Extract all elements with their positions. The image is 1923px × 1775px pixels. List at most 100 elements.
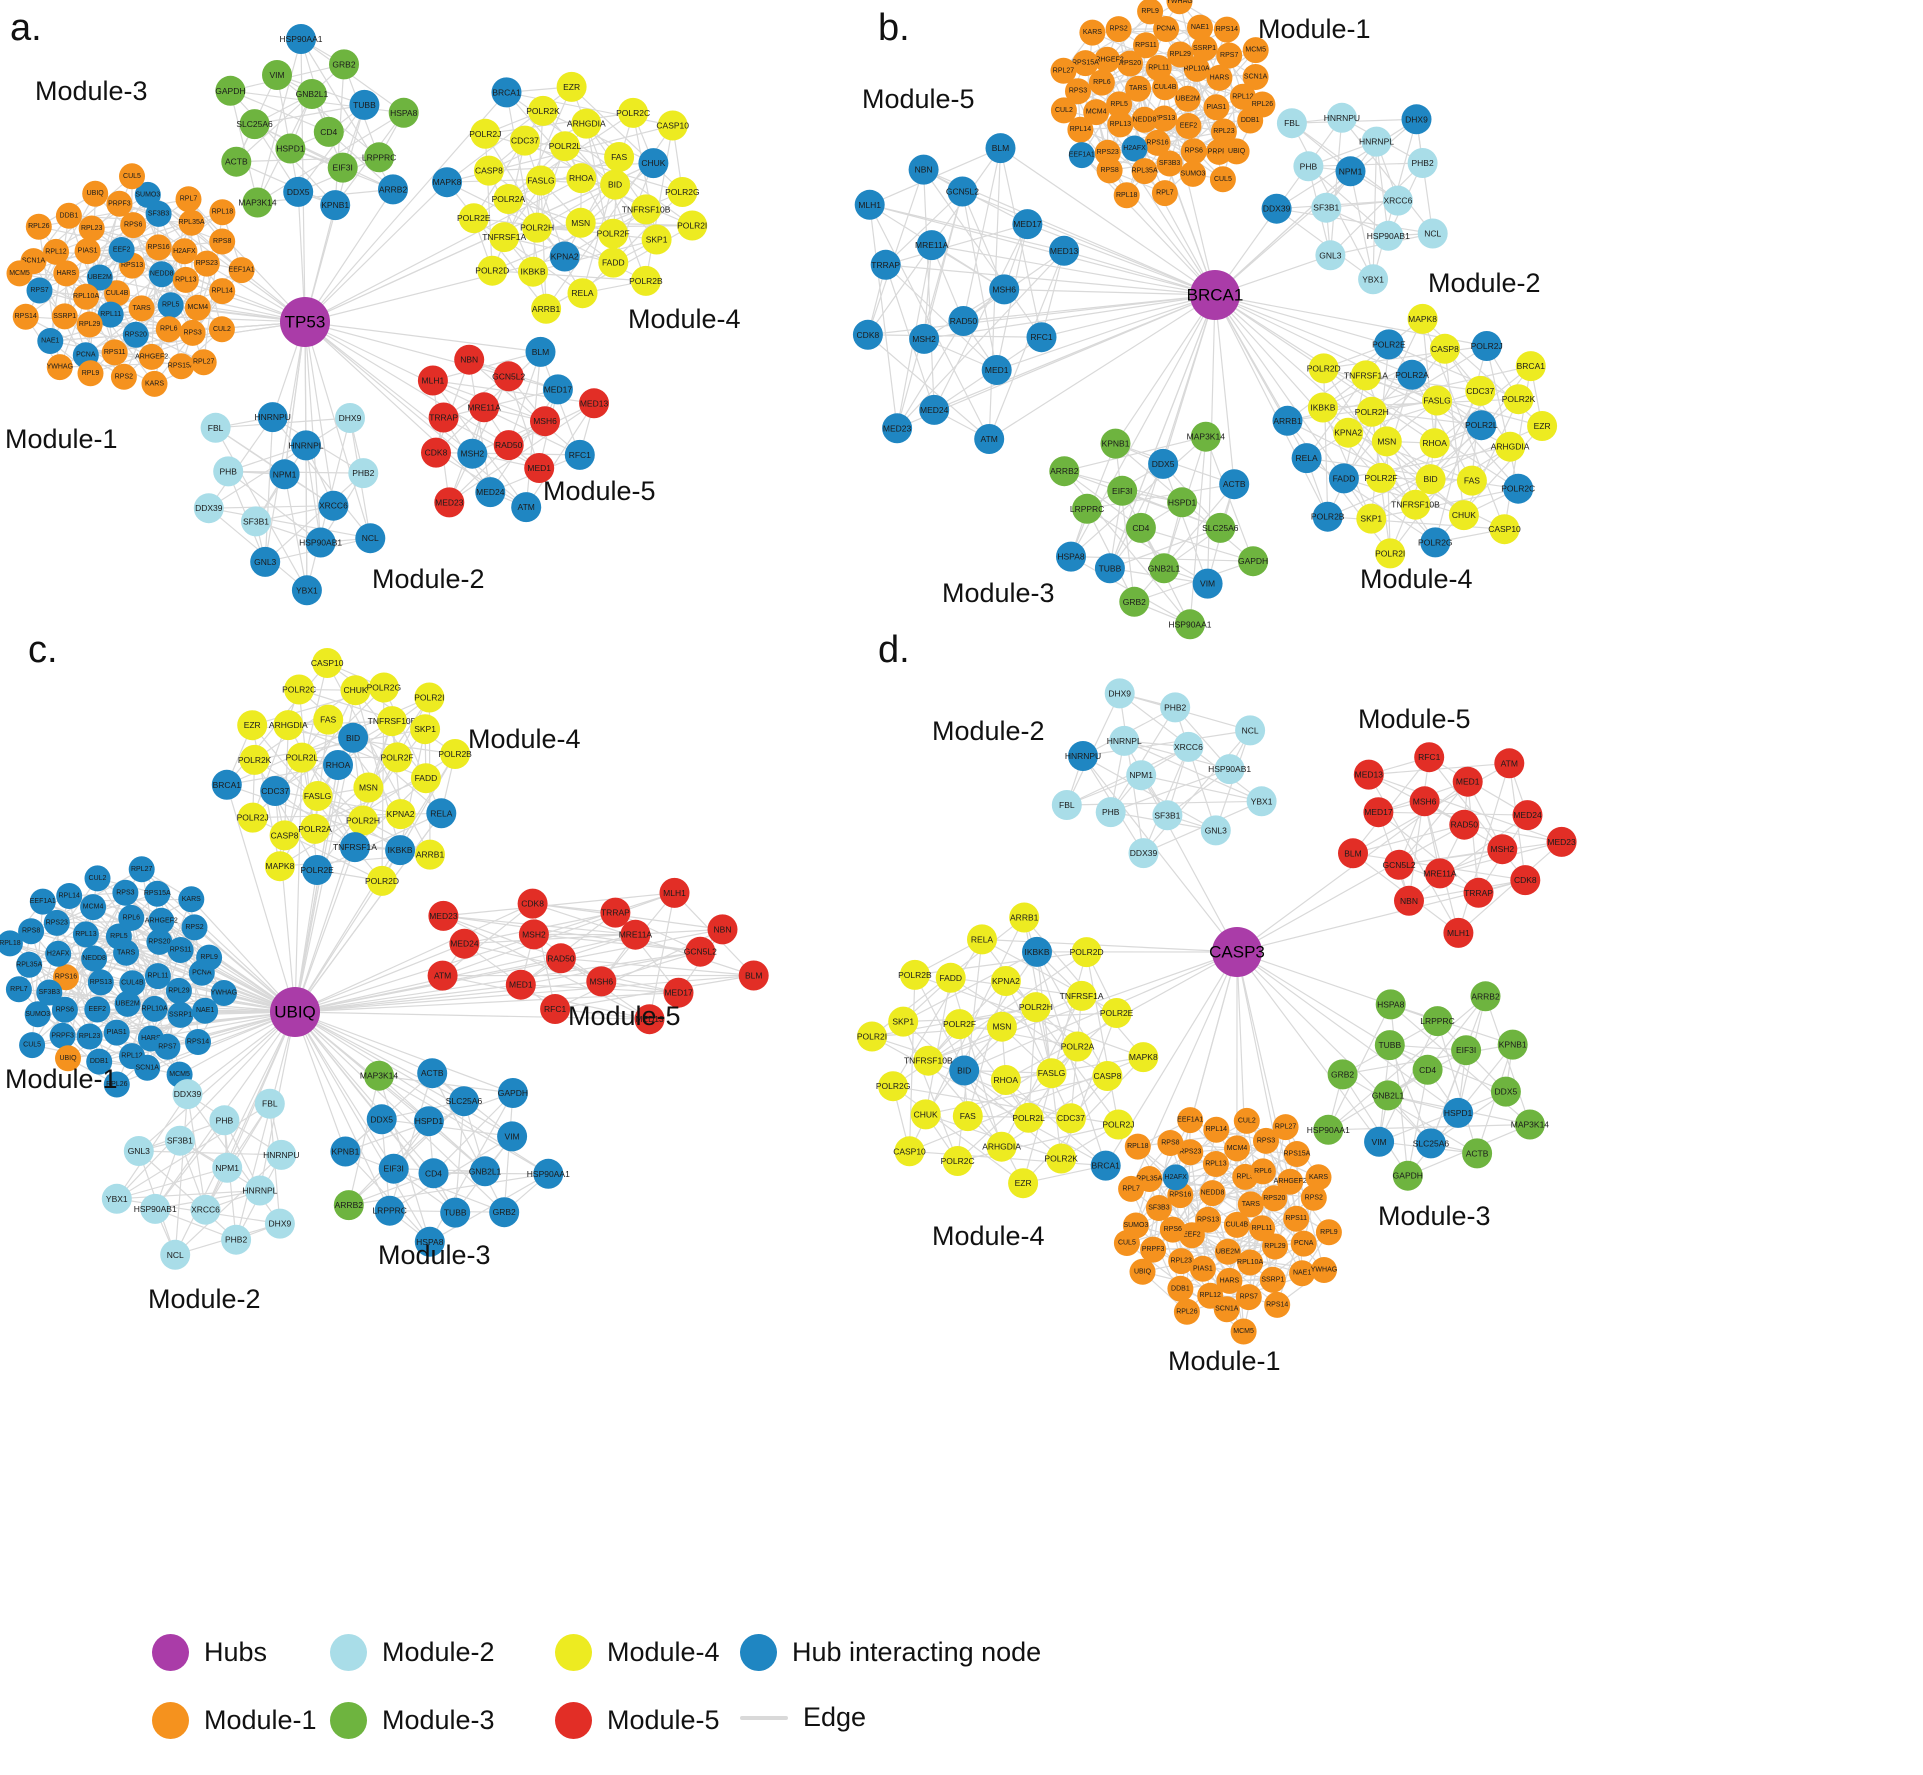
edge: [540, 180, 547, 309]
gene-node-rps7: [154, 1033, 181, 1060]
hub-edge: [294, 1011, 433, 1074]
hub-edge: [1175, 951, 1238, 1178]
hub-node-ubiq: [270, 987, 320, 1037]
gene-node-blm: [525, 336, 556, 367]
gene-node-rpl7: [175, 186, 202, 213]
edge: [648, 892, 676, 1020]
gene-label-rpl29: RPL29: [79, 321, 101, 328]
gene-node-brca1: [1515, 351, 1546, 382]
gene-node-actb: [1219, 469, 1250, 500]
gene-node-hspa8: [1375, 989, 1406, 1020]
gene-node-rhoa: [566, 163, 597, 194]
gene-node-ywhag: [46, 354, 73, 381]
gene-label-rfc1: RFC1: [569, 450, 591, 460]
gene-label-polr2j: POLR2J: [237, 813, 269, 823]
edge: [276, 74, 299, 193]
gene-label-rpl14: RPL14: [211, 288, 233, 295]
gene-label-rps11: RPS11: [170, 947, 192, 954]
module-label: Module-3: [942, 578, 1055, 608]
edge: [1329, 117, 1343, 256]
gene-label-polr2b: POLR2B: [438, 749, 472, 759]
gene-node-polr2a: [1062, 1031, 1093, 1062]
gene-label-arrb2: ARRB2: [379, 184, 408, 194]
gene-label-rpl26: RPL26: [28, 223, 50, 230]
gene-label-bid: BID: [957, 1066, 971, 1076]
gene-node-rps8: [1157, 1130, 1184, 1156]
gene-node-cul4b: [1223, 1211, 1250, 1238]
gene-node-ddb1: [86, 1048, 113, 1075]
hub-edge: [304, 321, 371, 539]
gene-label-rps15a: RPS15A: [168, 363, 195, 370]
gene-label-pias1: PIAS1: [107, 1029, 127, 1036]
module4-swatch-icon: [555, 1634, 592, 1671]
gene-node-phb: [213, 456, 244, 487]
gene-label-pcna: PCNA: [76, 352, 96, 359]
gene-node-rps6: [1159, 1216, 1186, 1243]
hub-edge: [1214, 294, 1345, 479]
gene-node-rpl11: [144, 963, 171, 990]
hub-edge: [962, 190, 1216, 296]
gene-node-actb: [221, 146, 252, 177]
module-label: Module-4: [628, 304, 741, 334]
edge: [443, 915, 650, 1020]
gene-node-map3k14: [242, 187, 273, 218]
gene-node-fbl: [200, 412, 231, 443]
gene-node-arhgdia: [571, 108, 602, 139]
edge: [503, 1092, 514, 1213]
gene-label-nedd8: NEDD8: [1201, 1190, 1225, 1197]
gene-label-rps13: RPS13: [1153, 115, 1175, 122]
gene-label-mapk8: MAPK8: [265, 861, 294, 871]
gene-node-rps23: [193, 250, 220, 277]
gene-label-mre11a: MRE11A: [1423, 868, 1457, 878]
gene-label-msn: MSN: [571, 218, 590, 228]
gene-label-trrap: TRRAP: [1464, 888, 1493, 898]
gene-label-eef1a1: EEF1A1: [1177, 1117, 1203, 1124]
edge: [468, 359, 491, 493]
gene-label-cul2: CUL2: [1055, 107, 1073, 114]
edge: [389, 1073, 433, 1211]
gene-node-mcm5: [1230, 1318, 1257, 1345]
gene-node-polr2e: [1373, 329, 1404, 360]
edge: [442, 892, 675, 977]
edge: [254, 104, 365, 125]
gene-node-rps13: [87, 969, 114, 996]
gene-label-faslg: FASLG: [527, 176, 554, 186]
gene-node-hsp90ab1: [1373, 220, 1404, 251]
gene-label-fas: FAS: [320, 715, 336, 725]
gene-node-rhoa: [323, 750, 353, 780]
gene-node-faslg: [525, 165, 556, 196]
gene-label-med17: MED17: [1013, 219, 1042, 229]
gene-label-rpl29: RPL29: [1169, 51, 1191, 58]
gene-label-cd4: CD4: [1132, 523, 1149, 533]
gene-node-cdk8: [1510, 865, 1541, 896]
gene-node-polr2d: [1308, 353, 1339, 384]
gene-node-polr2f: [1366, 462, 1397, 493]
hub-edge: [235, 1011, 296, 1240]
gene-label-mcm4: MCM4: [83, 904, 104, 911]
edge: [443, 915, 701, 953]
gene-node-dhx9: [264, 1208, 295, 1239]
hub-edge: [156, 893, 296, 1013]
gene-label-rpl5: RPL5: [1236, 1173, 1254, 1180]
gene-node-fas: [313, 704, 344, 735]
gene-node-arhgef2: [148, 907, 175, 934]
hub-edge: [1236, 824, 1465, 953]
edge: [284, 689, 357, 836]
gene-node-tubb: [1374, 1030, 1405, 1061]
gene-node-eef2: [108, 237, 135, 263]
gene-label-phb: PHB: [216, 1115, 234, 1125]
gene-label-msh6: MSH6: [533, 416, 557, 426]
gene-node-ncl: [160, 1239, 191, 1270]
edge: [1327, 1004, 1392, 1131]
gene-node-polr2h: [522, 212, 553, 243]
gene-label-tubb: TUBB: [1099, 563, 1122, 573]
gene-label-ddb1: DDB1: [1171, 1285, 1190, 1292]
gene-node-polr2e: [458, 203, 489, 234]
gene-node-hsp90ab1: [140, 1193, 171, 1224]
edge: [1174, 707, 1217, 831]
gene-label-med24: MED24: [920, 405, 949, 415]
gene-node-cul5: [1209, 166, 1236, 193]
gene-node-kpna2: [549, 241, 580, 272]
gene-label-mcm4: MCM4: [1086, 109, 1107, 116]
edge: [869, 204, 1065, 252]
